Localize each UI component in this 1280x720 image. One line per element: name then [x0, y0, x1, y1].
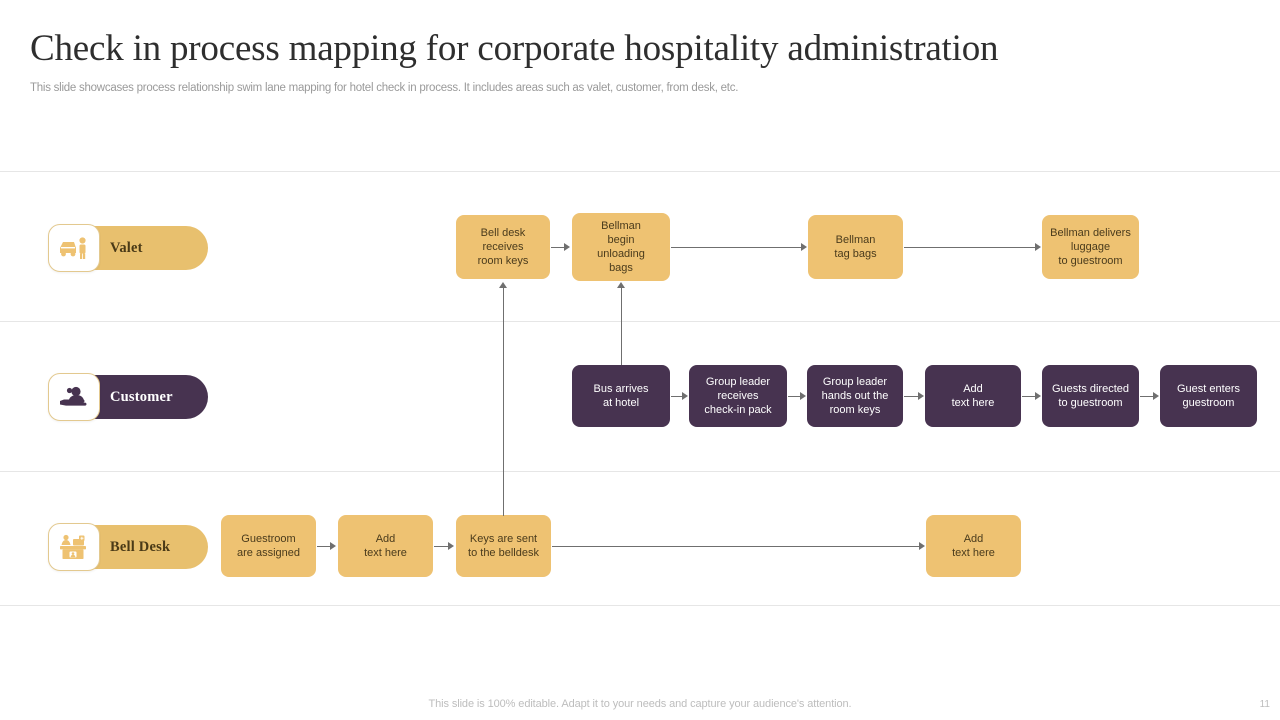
lane-label-belldesk[interactable]: Bell Desk — [24, 523, 208, 571]
arrowhead-belldesk-3-to-valet-1 — [499, 282, 507, 288]
connector-customer-3-4 — [904, 396, 918, 397]
connector-customer-5-6 — [1140, 396, 1153, 397]
process-node-valet-1[interactable]: Bell desk receives room keys — [456, 215, 550, 279]
arrowhead-valet-3-4 — [1035, 243, 1041, 251]
process-node-customer-2[interactable]: Group leader receives check-in pack — [689, 365, 787, 427]
footer-note: This slide is 100% editable. Adapt it to… — [428, 698, 852, 710]
lane-divider-top — [0, 171, 1280, 172]
arrowhead-customer-3-4 — [918, 392, 924, 400]
connector-customer-1-2 — [671, 396, 682, 397]
arrowhead-valet-2-3 — [801, 243, 807, 251]
connector-customer-2-3 — [788, 396, 800, 397]
process-node-belldesk-2[interactable]: Add text here — [338, 515, 433, 577]
lane-label-valet-text: Valet — [110, 239, 143, 256]
process-node-belldesk-1[interactable]: Guestroom are assigned — [221, 515, 316, 577]
arrowhead-belldesk-2-3 — [448, 542, 454, 550]
connector-valet-2-3 — [671, 247, 801, 248]
lane-divider-valet-customer — [0, 321, 1280, 322]
process-node-valet-2[interactable]: Bellman begin unloading bags — [572, 213, 670, 281]
arrowhead-belldesk-1-2 — [330, 542, 336, 550]
page-title: Check in process mapping for corporate h… — [30, 28, 999, 69]
lane-label-customer-text: Customer — [110, 388, 173, 405]
connector-belldesk-2-3 — [434, 546, 448, 547]
process-node-valet-4[interactable]: Bellman delivers luggage to guestroom — [1042, 215, 1139, 279]
customer-hand-icon — [48, 373, 100, 421]
arrowhead-customer-1-2 — [682, 392, 688, 400]
process-node-belldesk-3[interactable]: Keys are sent to the belldesk — [456, 515, 551, 577]
process-node-valet-3[interactable]: Bellman tag bags — [808, 215, 903, 279]
bell-desk-icon — [48, 523, 100, 571]
lane-divider-customer-belldesk — [0, 471, 1280, 472]
connector-belldesk-3-4 — [552, 546, 919, 547]
connector-customer-4-5 — [1022, 396, 1035, 397]
process-node-customer-4[interactable]: Add text here — [925, 365, 1021, 427]
page-number: 11 — [1259, 699, 1270, 710]
lane-label-valet[interactable]: Valet — [24, 224, 208, 272]
connector-belldesk-1-2 — [317, 546, 330, 547]
arrowhead-customer-5-6 — [1153, 392, 1159, 400]
connector-valet-3-4 — [904, 247, 1035, 248]
process-node-customer-6[interactable]: Guest enters guestroom — [1160, 365, 1257, 427]
process-node-belldesk-4[interactable]: Add text here — [926, 515, 1021, 577]
arrowhead-customer-4-5 — [1035, 392, 1041, 400]
lane-label-belldesk-text: Bell Desk — [110, 538, 171, 555]
process-node-customer-1[interactable]: Bus arrives at hotel — [572, 365, 670, 427]
arrowhead-valet-1-2 — [564, 243, 570, 251]
valet-car-icon — [48, 224, 100, 272]
process-node-customer-3[interactable]: Group leader hands out the room keys — [807, 365, 903, 427]
page-subtitle: This slide showcases process relationshi… — [30, 82, 739, 94]
connector-customer-1-to-valet-2 — [621, 288, 622, 365]
arrowhead-belldesk-3-4 — [919, 542, 925, 550]
lane-label-customer[interactable]: Customer — [24, 373, 208, 421]
connector-belldesk-3-to-valet-1 — [503, 288, 504, 516]
connector-valet-1-2 — [551, 247, 564, 248]
lane-divider-bottom — [0, 605, 1280, 606]
arrowhead-customer-2-3 — [800, 392, 806, 400]
arrowhead-customer-1-to-valet-2 — [617, 282, 625, 288]
process-node-customer-5[interactable]: Guests directed to guestroom — [1042, 365, 1139, 427]
